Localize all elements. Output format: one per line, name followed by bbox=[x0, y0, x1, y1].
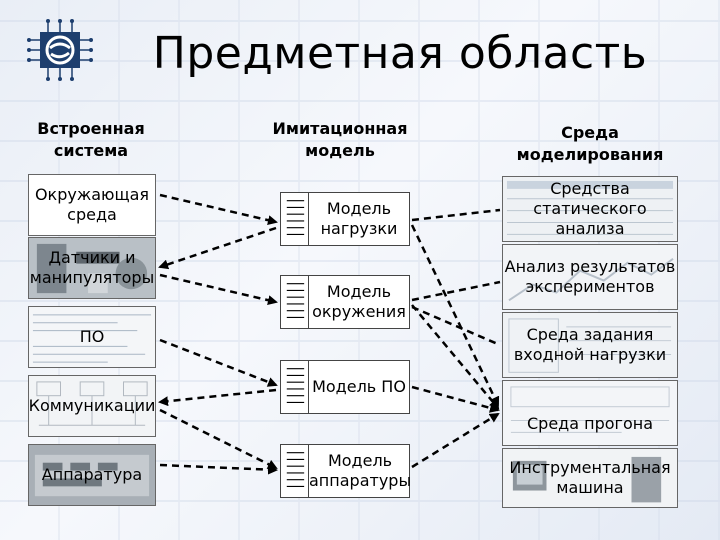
arrow-software-model-to-run-env bbox=[411, 385, 500, 413]
document-lines-icon bbox=[286, 445, 309, 497]
env-input-load: Среда задания входной нагрузки bbox=[502, 312, 678, 378]
document-lines-icon bbox=[286, 193, 309, 245]
arrow-hardware-to-hardware-model bbox=[159, 463, 278, 475]
chip-logo-icon bbox=[27, 19, 93, 81]
model-load: Модель нагрузки bbox=[280, 192, 410, 246]
computer-workstation-icon bbox=[503, 449, 677, 507]
column-header-embedded-system: Встроенная система bbox=[37, 119, 145, 160]
communications-diagram-icon bbox=[29, 376, 155, 436]
arrow-load-model-to-sensors bbox=[158, 226, 277, 270]
sensors-label: Датчики и манипуляторы bbox=[29, 248, 155, 287]
document-lines-icon bbox=[286, 361, 309, 413]
line-env-model-to-input-load bbox=[411, 305, 501, 347]
document-lines-icon bbox=[286, 276, 309, 328]
results-chart-icon bbox=[503, 245, 677, 309]
env-static-analysis: Средства статического анализа bbox=[502, 176, 678, 242]
run-environment-label: Среда прогона bbox=[527, 414, 653, 433]
embedded-system-communications: Коммуникации bbox=[28, 375, 156, 437]
software-screenshot-icon bbox=[29, 307, 155, 367]
env-results-analysis: Анализ результатов экспериментов bbox=[502, 244, 678, 310]
model-environment: Модель окружения bbox=[280, 275, 410, 329]
line-load-model-to-static-analysis bbox=[411, 208, 501, 222]
model-load-label: Модель нагрузки bbox=[320, 199, 398, 238]
static-analysis-label: Средства статического анализа bbox=[533, 179, 647, 238]
column-header-modeling-environment: Среда моделирования bbox=[516, 123, 664, 164]
arrow-software-model-to-comm bbox=[158, 388, 277, 407]
model-environment-label: Модель окружения bbox=[312, 282, 406, 321]
model-software: Модель ПО bbox=[280, 360, 410, 414]
communications-label: Коммуникации bbox=[28, 396, 156, 415]
static-analysis-screenshot-icon bbox=[503, 177, 677, 241]
arrow-software-to-software-model bbox=[159, 338, 278, 387]
arrow-load-model-to-run-env bbox=[410, 224, 500, 407]
sensors-photo-icon bbox=[29, 238, 155, 298]
model-hardware: Модель аппаратуры bbox=[280, 444, 412, 498]
env-tool-machine: Инструментальная машина bbox=[502, 448, 678, 508]
arrow-comm-to-hardware-model bbox=[159, 408, 278, 470]
column-header-simulation-model: Имитационная модель bbox=[272, 119, 408, 160]
results-analysis-label: Анализ результатов экспериментов bbox=[504, 257, 676, 296]
model-hardware-label: Модель аппаратуры bbox=[309, 451, 412, 490]
environment-label: Окружающая среда bbox=[34, 185, 150, 224]
embedded-system-sensors: Датчики и манипуляторы bbox=[28, 237, 156, 299]
hardware-photo-icon bbox=[29, 445, 155, 505]
arrow-hardware-model-to-run-env bbox=[411, 412, 500, 469]
tool-machine-label: Инструментальная машина bbox=[509, 458, 671, 497]
model-software-label: Модель ПО bbox=[312, 377, 406, 396]
input-load-label: Среда задания входной нагрузки bbox=[513, 325, 667, 364]
embedded-system-environment: Окружающая среда bbox=[28, 174, 156, 236]
page-title: Предметная область bbox=[152, 28, 648, 79]
run-environment-screenshot-icon bbox=[503, 381, 677, 445]
embedded-system-software: ПО bbox=[28, 306, 156, 368]
hardware-label: Аппаратура bbox=[41, 465, 143, 484]
line-env-model-to-results bbox=[411, 280, 501, 302]
arrow-env-model-to-run-env bbox=[411, 304, 500, 410]
embedded-system-hardware: Аппаратура bbox=[28, 444, 156, 506]
env-run: Среда прогона bbox=[502, 380, 678, 446]
arrow-sensors-to-env-model bbox=[159, 273, 278, 306]
input-load-screenshot-icon bbox=[503, 313, 677, 377]
arrow-environment-to-load-model bbox=[159, 193, 278, 226]
software-label: ПО bbox=[79, 327, 105, 346]
